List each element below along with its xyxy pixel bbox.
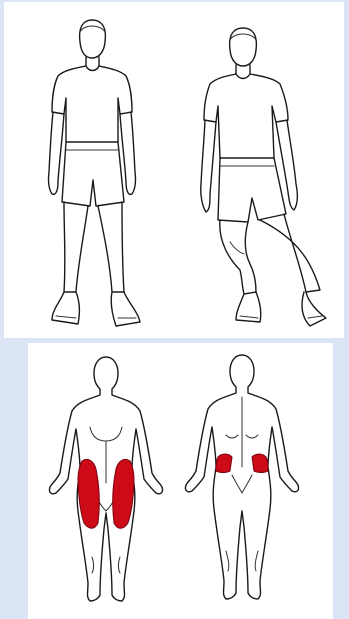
muscle-map: [28, 343, 333, 619]
side-lunge-person-figure: [201, 28, 326, 326]
muscle-map-panel: [28, 343, 333, 619]
exercise-illustration: [4, 2, 344, 338]
body-back-outline: [185, 355, 298, 599]
body-front-outline: [49, 357, 162, 601]
exercise-illustration-panel: [4, 2, 344, 338]
standing-person-figure: [48, 20, 140, 326]
